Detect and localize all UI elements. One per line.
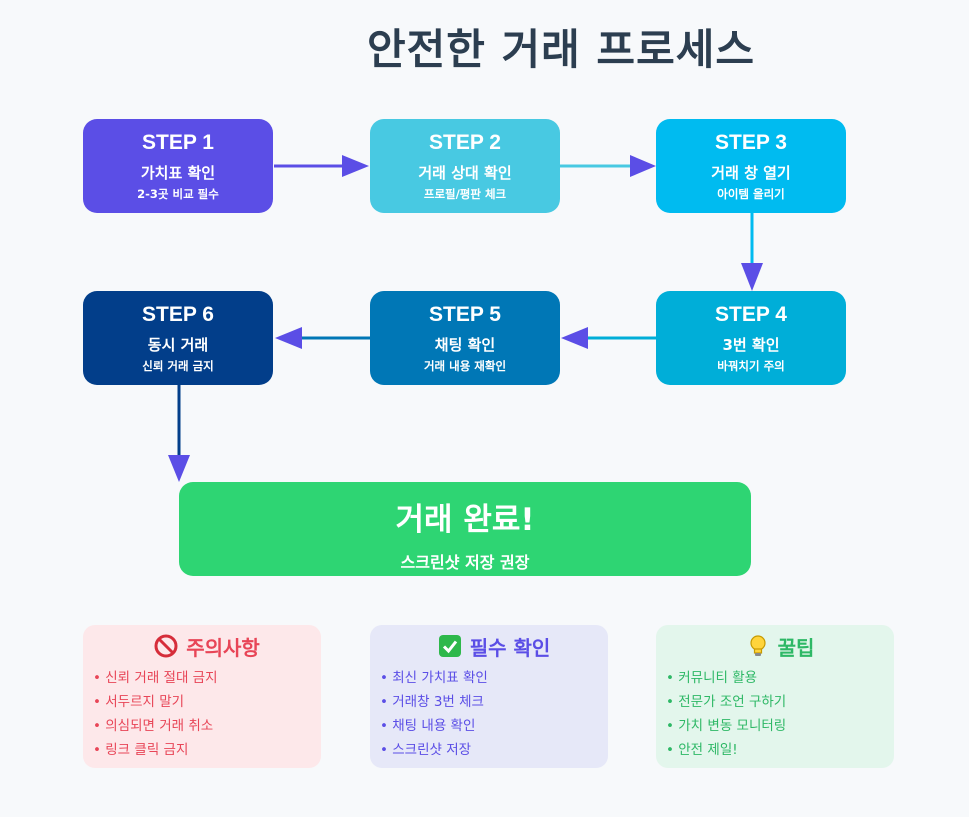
required-item: 채팅 내용 확인 [380,714,608,738]
step-4-label: STEP 4 [715,303,787,326]
warning-item: 신뢰 거래 절대 금지 [93,666,321,690]
tips-item: 안전 제일! [666,738,894,762]
required-card-header: 필수 확인 [380,632,608,660]
step-6-label: STEP 6 [142,303,214,326]
step-4-title: 3번 확인 [722,336,780,354]
step-4-box: STEP 4 3번 확인 바꿔치기 주의 [656,291,846,385]
tips-item: 커뮤니티 활용 [666,666,894,690]
step-1-label: STEP 1 [142,131,214,154]
required-card-title: 필수 확인 [469,635,551,660]
warning-item: 의심되면 거래 취소 [93,714,321,738]
step-5-subtitle: 거래 내용 재확인 [423,359,507,373]
warning-card-header: 주의사항 [93,632,321,660]
arrow-step4-to-step5 [561,327,656,349]
step-1-title: 가치표 확인 [140,164,216,182]
check-box-icon [438,635,461,657]
step-3-title: 거래 창 열기 [711,164,791,182]
prohibited-icon [154,634,178,658]
step-5-title: 채팅 확인 [434,336,496,354]
page-title: 안전한 거래 프로세스 [366,25,755,74]
required-item: 스크린샷 저장 [380,738,608,762]
arrow-step1-to-step2 [274,155,369,177]
step-3-box: STEP 3 거래 창 열기 아이템 올리기 [656,119,846,213]
tips-item: 가치 변동 모니터링 [666,714,894,738]
required-card: 필수 확인 최신 가치표 확인 거래창 3번 체크 채팅 내용 확인 스크린샷 … [370,625,608,768]
step-2-box: STEP 2 거래 상대 확인 프로필/평판 체크 [370,119,560,213]
step-5-label: STEP 5 [429,303,501,326]
required-item: 거래창 3번 체크 [380,690,608,714]
light-bulb-icon [749,635,766,656]
step-1-box: STEP 1 가치표 확인 2-3곳 비교 필수 [83,119,273,213]
warning-card-title: 주의사항 [186,635,260,660]
warning-card: 주의사항 신뢰 거래 절대 금지 서두르지 말기 의심되면 거래 취소 링크 클… [83,625,321,768]
step-4-subtitle: 바꿔치기 주의 [717,359,785,373]
step-3-subtitle: 아이템 올리기 [717,187,785,201]
step-6-subtitle: 신뢰 거래 금지 [142,359,214,373]
warning-item: 링크 클릭 금지 [93,738,321,762]
tips-card: 꿀팁 커뮤니티 활용 전문가 조언 구하기 가치 변동 모니터링 안전 제일! [656,625,894,768]
arrow-step5-to-step6 [275,327,370,349]
step-1-subtitle: 2-3곳 비교 필수 [137,187,219,201]
tips-card-header: 꿀팁 [666,632,894,660]
complete-title: 거래 완료! [395,502,535,538]
complete-box: 거래 완료! 스크린샷 저장 권장 [179,482,751,576]
arrow-step2-to-step3 [560,155,656,177]
warning-item: 서두르지 말기 [93,690,321,714]
step-6-title: 동시 거래 [147,336,209,354]
tips-card-title: 꿀팁 [777,635,815,660]
step-2-subtitle: 프로필/평판 체크 [423,187,507,201]
arrow-step3-to-step4 [741,213,763,291]
step-5-box: STEP 5 채팅 확인 거래 내용 재확인 [370,291,560,385]
complete-subtitle: 스크린샷 저장 권장 [400,553,530,572]
tips-item: 전문가 조언 구하기 [666,690,894,714]
step-2-label: STEP 2 [429,131,501,154]
step-3-label: STEP 3 [715,131,787,154]
arrow-step6-to-complete [168,385,190,482]
step-6-box: STEP 6 동시 거래 신뢰 거래 금지 [83,291,273,385]
required-item: 최신 가치표 확인 [380,666,608,690]
step-2-title: 거래 상대 확인 [418,164,512,182]
